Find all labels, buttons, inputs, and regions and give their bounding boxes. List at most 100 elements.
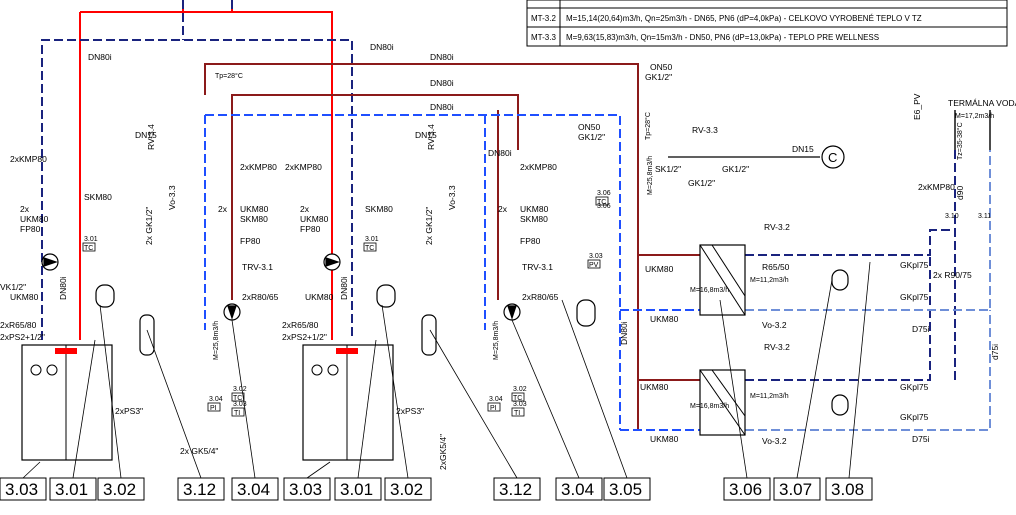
label-dn80i-v2: DN80i: [339, 276, 349, 300]
label-u2-kmp: 2xKMP80: [285, 162, 322, 172]
reference-leader-line: [848, 261, 871, 479]
boiler-unit-2: [302, 344, 394, 461]
label-tz35: Tz=35-38°C: [956, 122, 964, 160]
tag-303a: 3.03: [233, 401, 247, 408]
table-text-mt33: M=9,63(15,83)m3/h, Qn=15m3/h - DN50, PN6…: [566, 33, 879, 42]
label-u1-2x2: 2x: [218, 204, 228, 214]
label-u2-rv34: RV-3.4: [426, 124, 436, 150]
label-r90: 2x R90/75: [933, 270, 972, 280]
label-gk12-rv2: GK1/2": [722, 164, 749, 174]
pipe-network: [41, 0, 991, 436]
label-u2-r80: 2xR80/65: [522, 292, 559, 302]
table-code-mt33: MT-3.3: [531, 33, 556, 42]
label-u2-skm: SKM80: [365, 204, 393, 214]
reference-number: 3.04: [561, 480, 594, 499]
label-vo32-b: Vo-3.2: [762, 436, 787, 446]
label-u1-gk54: 2x GK5/4": [180, 446, 218, 456]
label-ukm80-b: UKM80: [650, 314, 679, 324]
reference-leader-line: [429, 329, 518, 479]
tag-code-pi1: PI: [210, 405, 217, 412]
reference-number: 3.01: [340, 480, 373, 499]
label-m11-a: M=11,2m3/h: [750, 277, 789, 284]
tag-302b: 3.02: [513, 386, 527, 393]
label-dn15-right: DN15: [792, 144, 814, 154]
label-u1-ukm2: UKM80: [20, 214, 49, 224]
label-kmp-right: 2xKMP80: [918, 182, 955, 192]
pipe-labels: DN80i DN80i DN80i DN80i DN80i DN80i DN80…: [0, 42, 1016, 470]
label-on50-top: ON50: [650, 62, 672, 72]
tag-code-tc5: TC: [597, 199, 606, 206]
label-u2-ukm: UKM80: [300, 214, 329, 224]
tag-301b: 3.01: [365, 236, 379, 243]
label-u2-fp: FP80: [300, 224, 321, 234]
instrument-tags: 3.01 TC 3.02 TC 3.04 PI 3.03 TI 3.01 TC …: [82, 190, 991, 417]
label-vo32-a: Vo-3.2: [762, 320, 787, 330]
reference-number: 3.03: [289, 480, 322, 499]
label-u2-r65: 2xR65/80: [282, 320, 319, 330]
label-u1-ukm: UKM80: [10, 292, 39, 302]
label-u1-r80: 2xR80/65: [242, 292, 279, 302]
label-u2-2xgk: 2x GK1/2": [424, 207, 434, 245]
reference-number: 3.04: [237, 480, 270, 499]
reference-leader-line: [99, 304, 122, 479]
tag-code-tc2: TC: [233, 395, 242, 402]
label-u2-skm2: SKM80: [520, 214, 548, 224]
label-ukm80-d: UKM80: [650, 434, 679, 444]
label-u1-rv34: RV-3.4: [146, 124, 156, 150]
label-dn80i-f: DN80i: [488, 148, 512, 158]
label-u1-skm: SKM80: [84, 192, 112, 202]
label-m11-b: M=11,2m3/h: [750, 393, 789, 400]
label-u2-2x: 2x: [300, 204, 310, 214]
label-r6550: R65/50: [762, 262, 790, 272]
table-text-mt32: M=15,14(20,64)m3/h, Qn=25m3/h - DN65, PN…: [566, 14, 922, 23]
tag-304a: 3.04: [209, 396, 223, 403]
tag-303c: 3.03: [589, 253, 603, 260]
boiler-unit-1: [21, 344, 113, 461]
label-ukm80-a: UKM80: [645, 264, 674, 274]
tag-311: 3.11: [978, 213, 991, 220]
tag-code-ti2: TI: [514, 410, 520, 417]
label-u1-skm2: SKM80: [240, 214, 268, 224]
label-u1-vk: VK1/2": [0, 282, 26, 292]
label-u2-kmp2: 2xKMP80: [520, 162, 557, 172]
reference-number: 3.08: [831, 480, 864, 499]
reference-leader-line: [511, 319, 580, 479]
tag-302a: 3.02: [233, 386, 247, 393]
label-u1-fp: FP80: [20, 224, 41, 234]
tag-301a: 3.01: [84, 236, 98, 243]
label-on50-mid: ON50: [578, 122, 600, 132]
label-gk12-mid: GK1/2": [578, 132, 605, 142]
label-u1-dn15: DN15: [135, 130, 157, 140]
tag-code-tc4: TC: [513, 395, 522, 402]
label-dn80i-d: DN80i: [430, 78, 454, 88]
label-gk12-top: GK1/2": [645, 72, 672, 82]
label-u1-2xgk: 2x GK1/2": [144, 207, 154, 245]
label-u2-2x2: 2x: [498, 204, 508, 214]
label-m17: M=17,2m3/h: [955, 113, 994, 120]
label-m16-a: M=16,8m3/h: [690, 287, 729, 294]
reference-number: 3.06: [729, 480, 762, 499]
reference-leader-line: [146, 329, 202, 479]
reference-number: 3.03: [5, 480, 38, 499]
label-dn80i-v3: DN80i: [619, 321, 629, 345]
label-rv33: RV-3.3: [692, 125, 718, 135]
reference-leader-line: [357, 339, 377, 479]
reference-number: 3.02: [390, 480, 423, 499]
reference-number: 3.12: [183, 480, 216, 499]
label-u1-fp2: FP80: [240, 236, 261, 246]
reference-leader-line: [381, 304, 409, 479]
label-dn80i-c: DN80i: [430, 52, 454, 62]
label-tp28-right: Tp=28°C: [644, 112, 652, 140]
label-u1-trv: TRV-3.1: [242, 262, 273, 272]
label-termalna-voda: TERMÁLNA VODA: [948, 98, 1016, 108]
reference-leader-line: [719, 299, 748, 479]
label-u2-fp2: FP80: [520, 236, 541, 246]
source-marker-label: C: [828, 150, 837, 165]
reference-number: 3.01: [55, 480, 88, 499]
label-dn80i-v1: DN80i: [58, 276, 68, 300]
tag-303b: 3.03: [513, 401, 527, 408]
tag-code-pv1: PV: [589, 262, 599, 269]
label-u2-ukm3: UKM80: [520, 204, 549, 214]
pumps: [41, 253, 521, 321]
